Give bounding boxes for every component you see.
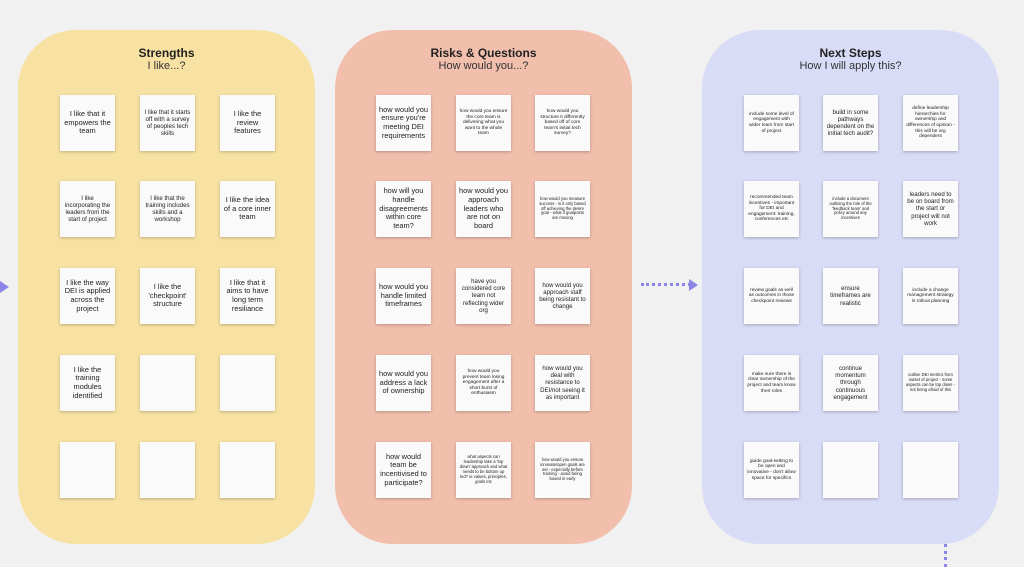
sticky-note[interactable]: I like the way DEI is applied across the… bbox=[60, 268, 115, 324]
sticky-note[interactable]: ensure timeframes are realistic bbox=[823, 268, 878, 324]
sticky-note[interactable]: how would you prevent team losing engage… bbox=[456, 355, 511, 411]
sticky-note[interactable]: have you considered core team not reflec… bbox=[456, 268, 511, 324]
sticky-note[interactable]: how would team be incentivised to partic… bbox=[376, 442, 431, 498]
column-title: Next Steps bbox=[819, 46, 882, 60]
sticky-note[interactable]: how would you measure success - is it on… bbox=[535, 181, 590, 237]
sticky-note[interactable]: define leadership hierarchies for owners… bbox=[903, 95, 958, 151]
sticky-note[interactable] bbox=[823, 442, 878, 498]
sticky-note[interactable]: I like that it starts off with a survey … bbox=[140, 95, 195, 151]
left-arrow-icon bbox=[0, 281, 9, 293]
connector-line bbox=[641, 283, 691, 286]
sticky-note[interactable]: build in some pathways dependent on the … bbox=[823, 95, 878, 151]
sticky-note[interactable]: how would you structure it differently b… bbox=[535, 95, 590, 151]
column-subtitle: How would you...? bbox=[438, 60, 529, 72]
sticky-note[interactable] bbox=[140, 355, 195, 411]
column-title: Risks & Questions bbox=[430, 46, 537, 60]
sticky-note[interactable]: I like that it empowers the team bbox=[60, 95, 115, 151]
down-connector-line bbox=[944, 544, 947, 567]
sticky-note[interactable]: how would you ensure you're meeting DEI … bbox=[376, 95, 431, 151]
sticky-note[interactable]: how will you handle disagreements within… bbox=[376, 181, 431, 237]
sticky-note[interactable]: include some level of engagement with wi… bbox=[744, 95, 799, 151]
sticky-note[interactable] bbox=[60, 442, 115, 498]
sticky-note[interactable] bbox=[220, 442, 275, 498]
sticky-note[interactable]: how would you ensure innovate/open goals… bbox=[535, 442, 590, 498]
sticky-note[interactable]: I like that the training includes skills… bbox=[140, 181, 195, 237]
sticky-note[interactable]: review goals as well as outcomes in thos… bbox=[744, 268, 799, 324]
sticky-note[interactable]: I like the idea of a core inner team bbox=[220, 181, 275, 237]
sticky-note[interactable]: I like incorporating the leaders from th… bbox=[60, 181, 115, 237]
sticky-note[interactable]: include a document outlining the role of… bbox=[823, 181, 878, 237]
column-subtitle: How I will apply this? bbox=[799, 60, 902, 72]
sticky-note[interactable] bbox=[140, 442, 195, 498]
sticky-note[interactable]: I like that it aims to have long term re… bbox=[220, 268, 275, 324]
sticky-note[interactable]: outline DEI metrics from outset of proje… bbox=[903, 355, 958, 411]
sticky-note[interactable]: include a change management strategy in … bbox=[903, 268, 958, 324]
sticky-note[interactable] bbox=[220, 355, 275, 411]
sticky-note[interactable]: how would you address a lack of ownershi… bbox=[376, 355, 431, 411]
sticky-note[interactable] bbox=[903, 442, 958, 498]
sticky-note[interactable]: continue momentum through continuous eng… bbox=[823, 355, 878, 411]
connector-arrow-icon bbox=[689, 279, 698, 291]
sticky-note[interactable]: what aspects can leadership take a 'top … bbox=[456, 442, 511, 498]
sticky-note[interactable]: I like the review features bbox=[220, 95, 275, 151]
sticky-note[interactable]: guide goal-setting to be open and innova… bbox=[744, 442, 799, 498]
sticky-note[interactable]: how would you handle limited timeframes bbox=[376, 268, 431, 324]
strengths-frame[interactable]: Strengths I like...? I like that it empo… bbox=[18, 30, 315, 544]
sticky-note[interactable]: how would you ensure the core team is de… bbox=[456, 95, 511, 151]
sticky-note[interactable]: I like the training modules identified bbox=[60, 355, 115, 411]
sticky-note[interactable]: how would you deal with resistance to DE… bbox=[535, 355, 590, 411]
sticky-note[interactable]: make sure there is clear ownership of th… bbox=[744, 355, 799, 411]
sticky-note[interactable]: how would you approach staff being resis… bbox=[535, 268, 590, 324]
next-steps-frame[interactable]: Next Steps How I will apply this? includ… bbox=[702, 30, 999, 544]
sticky-note[interactable]: I like the 'checkpoint' structure bbox=[140, 268, 195, 324]
column-subtitle: I like...? bbox=[147, 60, 186, 72]
column-title: Strengths bbox=[138, 46, 195, 60]
sticky-note[interactable]: recommended team incentives - important … bbox=[744, 181, 799, 237]
sticky-note[interactable]: leaders need to be on board from the sta… bbox=[903, 181, 958, 237]
risks-questions-frame[interactable]: Risks & Questions How would you...? how … bbox=[335, 30, 632, 544]
sticky-note[interactable]: how would you approach leaders who are n… bbox=[456, 181, 511, 237]
